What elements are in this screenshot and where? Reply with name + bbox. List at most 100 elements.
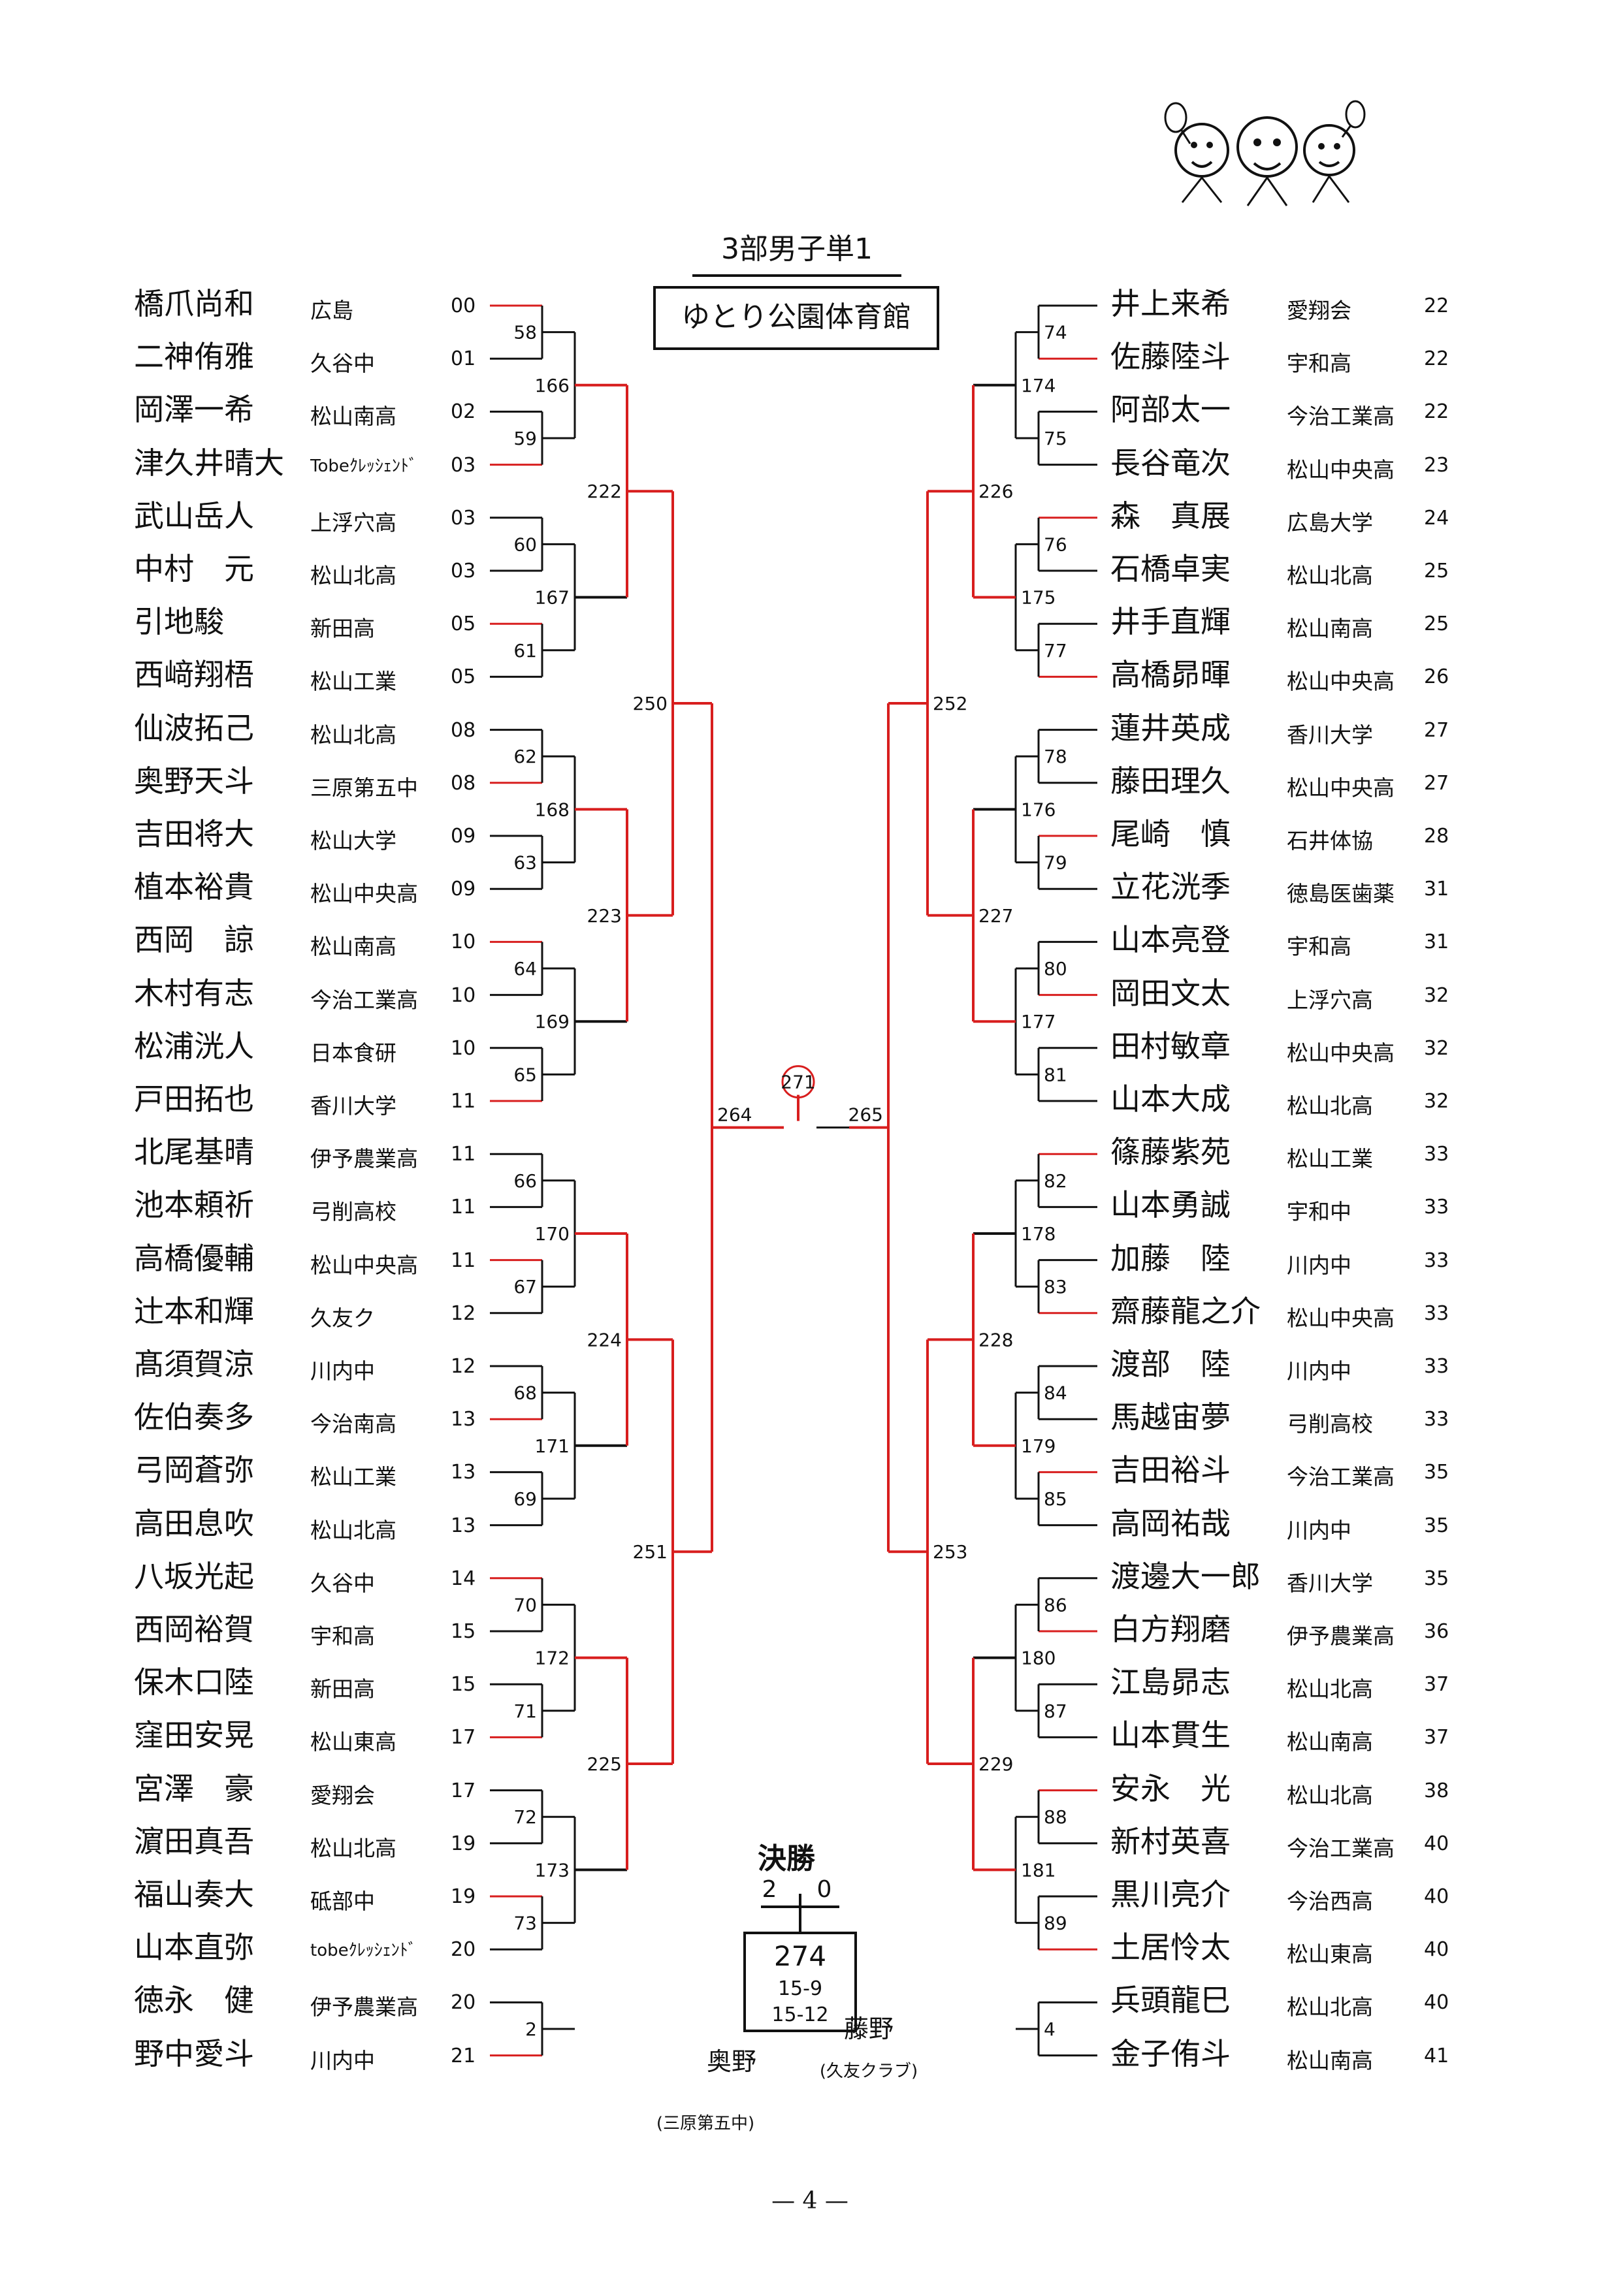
left-player-name: 植本裕貴 <box>134 869 254 905</box>
right-player-club: 川内中 <box>1287 1358 1351 1384</box>
right-r2-match-number: 179 <box>1021 1435 1056 1457</box>
left-player-name: 西岡裕賀 <box>134 1612 254 1647</box>
right-r4-match-number: 252 <box>933 693 967 714</box>
right-player-name: 井上来希 <box>1110 286 1231 321</box>
left-r1-match-number: 61 <box>513 640 537 662</box>
right-player-club: 松山北高 <box>1287 563 1373 588</box>
right-player-name: 篠藤紫苑 <box>1110 1134 1231 1170</box>
right-r2-match-number: 176 <box>1021 799 1056 820</box>
left-player-code: 19 <box>451 1885 476 1908</box>
left-player-club: 上浮穴高 <box>310 509 396 535</box>
right-player-club: 川内中 <box>1287 1517 1351 1543</box>
left-player-club: 新田高 <box>310 1676 375 1702</box>
right-player-name: 立花洸季 <box>1110 869 1231 905</box>
left-player-name: 戸田拓也 <box>134 1081 254 1117</box>
left-r3-match-number: 225 <box>587 1753 622 1775</box>
right-player-name: 阿部太一 <box>1110 392 1231 428</box>
left-player-name: 濵田真吾 <box>134 1823 254 1859</box>
right-player-code: 41 <box>1424 2044 1449 2067</box>
left-player-name: 中村 元 <box>134 551 254 586</box>
left-player-club: 松山北高 <box>310 1835 396 1861</box>
left-player-code: 05 <box>451 665 476 689</box>
right-r3-match-number: 229 <box>978 1753 1013 1775</box>
right-player-club: 松山中央高 <box>1287 1040 1395 1066</box>
final-note-left: 奥野 <box>707 2047 756 2076</box>
final-right-games: 0 <box>817 1876 832 1903</box>
right-player-club: 香川大学 <box>1287 1570 1373 1596</box>
left-player-code: 17 <box>451 1726 476 1749</box>
left-player-name: 引地駿 <box>134 604 224 640</box>
left-player-club: 松山中央高 <box>310 1252 418 1278</box>
left-player-name: 橋爪尚和 <box>134 286 254 321</box>
left-player-club: 松山南高 <box>310 934 396 960</box>
right-player-code: 25 <box>1424 560 1449 582</box>
right-player-club: 今治工業高 <box>1287 1835 1395 1861</box>
right-player-club: 上浮穴高 <box>1287 987 1373 1013</box>
left-player-club: 愛翔会 <box>310 1782 375 1808</box>
left-r1-match-number: 59 <box>513 428 537 449</box>
right-player-club: 松山中央高 <box>1287 1305 1395 1331</box>
right-player-club: 松山工業 <box>1287 1146 1373 1172</box>
right-player-code: 40 <box>1424 1991 1449 2015</box>
left-player-club: tobeｸﾚｯｼｪﾝﾄﾞ <box>310 1941 417 1961</box>
left-player-code: 05 <box>451 613 476 636</box>
left-player-club: 松山南高 <box>310 404 396 430</box>
right-player-code: 28 <box>1424 825 1449 848</box>
left-r2-match-number: 169 <box>535 1011 570 1032</box>
left-player-club: 三原第五中 <box>310 774 418 801</box>
right-player-code: 33 <box>1424 1355 1449 1378</box>
right-player-name: 黒川亮介 <box>1110 1877 1231 1912</box>
right-player-code: 33 <box>1424 1143 1449 1166</box>
left-player-club: 川内中 <box>310 1358 375 1384</box>
right-player-code: 37 <box>1424 1726 1449 1749</box>
left-player-club: 広島 <box>310 298 353 323</box>
left-player-code: 09 <box>451 878 476 901</box>
right-player-name: 安永 光 <box>1110 1770 1231 1806</box>
right-player-name: 山本亮登 <box>1110 922 1231 958</box>
right-r2-match-number: 181 <box>1021 1859 1056 1881</box>
left-r4-match-number: 251 <box>633 1541 668 1563</box>
left-player-code: 03 <box>451 506 476 530</box>
right-player-code: 26 <box>1424 665 1449 689</box>
right-player-name: 金子侑斗 <box>1110 2035 1231 2071</box>
right-player-code: 33 <box>1424 1301 1449 1325</box>
right-player-name: 田村敏章 <box>1110 1028 1231 1064</box>
right-r1-match-number: 77 <box>1044 640 1067 662</box>
left-r1-match-number: 65 <box>513 1064 537 1085</box>
right-player-name: 兵頭龍巳 <box>1110 1983 1231 2018</box>
left-player-name: 徳永 健 <box>134 1983 254 2018</box>
right-r2-match-number: 174 <box>1021 375 1056 396</box>
left-player-code: 13 <box>451 1514 476 1537</box>
left-player-code: 02 <box>451 400 476 424</box>
left-player-code: 15 <box>451 1673 476 1697</box>
left-player-club: 松山工業 <box>310 669 396 695</box>
right-player-name: 佐藤陸斗 <box>1110 339 1231 375</box>
right-player-code: 27 <box>1424 771 1449 795</box>
left-r1-match-number: 69 <box>513 1488 537 1510</box>
left-player-club: 弓削高校 <box>310 1199 396 1225</box>
left-player-code: 10 <box>451 983 476 1007</box>
page-number: — 4 — <box>771 2188 848 2214</box>
left-r2-match-number: 167 <box>535 587 570 609</box>
left-player-club: 伊予農業高 <box>310 1146 418 1172</box>
left-player-code: 11 <box>451 1196 476 1219</box>
right-player-name: 渡部 陸 <box>1110 1347 1231 1382</box>
final-note-right-club: (久友クラブ) <box>820 2062 918 2081</box>
right-player-club: 松山南高 <box>1287 2047 1373 2073</box>
right-player-name: 岡田文太 <box>1110 975 1231 1011</box>
right-player-club: 松山北高 <box>1287 1782 1373 1808</box>
right-player-code: 31 <box>1424 878 1449 901</box>
left-player-code: 10 <box>451 931 476 954</box>
right-r2-match-number: 175 <box>1021 587 1056 609</box>
left-r1-match-number: 71 <box>513 1700 537 1722</box>
right-r3-match-number: 228 <box>978 1329 1013 1350</box>
mascot-illustration-icon <box>1164 100 1366 206</box>
left-player-code: 00 <box>451 295 476 317</box>
right-r1-match-number: 79 <box>1044 852 1067 874</box>
right-player-code: 24 <box>1424 506 1449 530</box>
left-player-code: 12 <box>451 1301 476 1325</box>
right-player-code: 32 <box>1424 1036 1449 1060</box>
right-player-club: 伊予農業高 <box>1287 1623 1395 1649</box>
right-player-club: 松山中央高 <box>1287 774 1395 801</box>
right-player-name: 森 真展 <box>1110 498 1231 534</box>
